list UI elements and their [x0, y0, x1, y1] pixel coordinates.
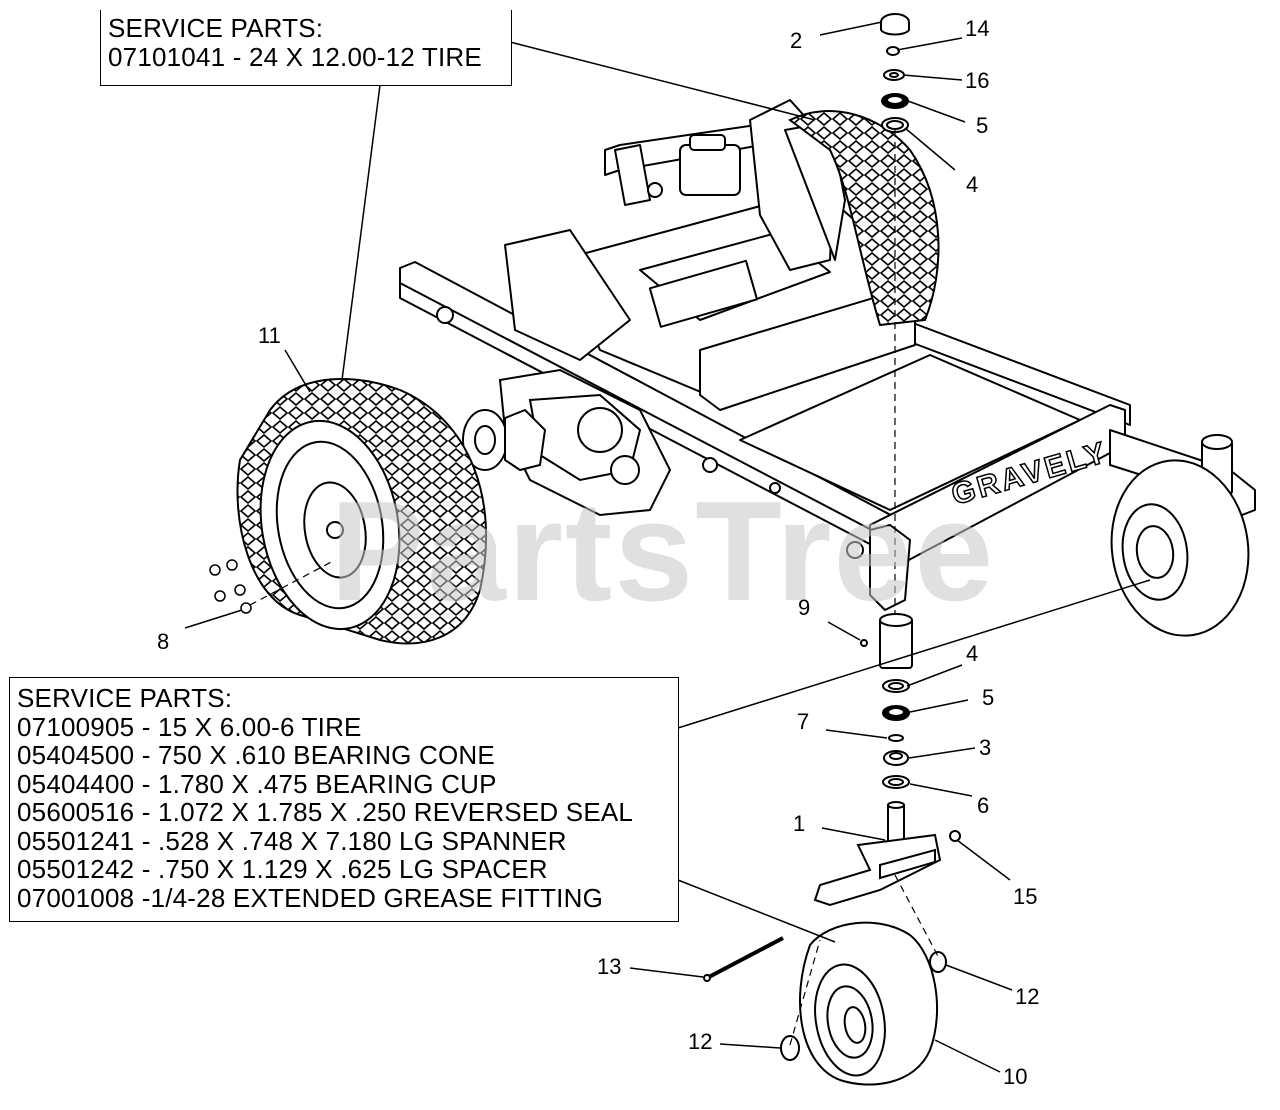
lug-nuts	[209, 559, 252, 614]
service-part-line: 05404400 - 1.780 X .475 BEARING CUP	[17, 768, 497, 799]
callout-11: 11	[258, 323, 281, 348]
callout-3: 3	[979, 735, 992, 760]
callout-1: 1	[793, 811, 806, 836]
service-part-line: 07100905 - 15 X 6.00-6 TIRE	[17, 711, 362, 742]
callout-5b: 5	[982, 685, 995, 710]
service-parts-rear-box: SERVICE PARTS: 07101041 - 24 X 12.00-12 …	[100, 10, 512, 86]
callout-16: 16	[965, 68, 990, 93]
callout-4: 4	[966, 172, 979, 197]
callout-2: 2	[790, 28, 803, 53]
service-parts-heading: SERVICE PARTS:	[108, 13, 324, 43]
callout-6: 6	[977, 793, 990, 818]
service-part-line: 07001008 -1/4-28 EXTENDED GREASE FITTING	[17, 882, 603, 913]
callout-9: 9	[798, 595, 811, 620]
service-parts-heading: SERVICE PARTS:	[17, 683, 233, 713]
leader-lines	[184, 21, 1151, 1073]
callout-13: 13	[597, 954, 622, 979]
center-lines	[249, 130, 941, 1046]
rear-tire-right	[788, 110, 940, 327]
callout-5: 5	[976, 113, 989, 138]
service-part-line: 05501242 - .750 X 1.129 X .625 LG SPACER	[17, 854, 548, 884]
transaxle	[462, 368, 672, 517]
callout-7: 7	[797, 709, 810, 734]
chassis-frame	[399, 99, 1256, 611]
rear-tire-left	[236, 378, 488, 645]
service-part-line: 05501241 - .528 X .748 X 7.180 LG SPANNE…	[17, 825, 567, 856]
front-tire-right	[1110, 459, 1250, 637]
callout-10: 10	[1003, 1064, 1028, 1089]
service-part-line: 05600516 - 1.072 X 1.785 X .250 REVERSED…	[17, 797, 634, 827]
service-parts-front-box: SERVICE PARTS: 07100905 - 15 X 6.00-6 TI…	[9, 677, 679, 922]
watermark: PartsTree	[330, 472, 996, 631]
callout-12: 12	[1015, 984, 1040, 1009]
callout-8: 8	[157, 629, 170, 654]
callout-14: 14	[965, 16, 990, 41]
callout-12b: 12	[688, 1029, 713, 1054]
service-part-line: 07101041 - 24 X 12.00-12 TIRE	[108, 41, 482, 72]
service-part-line: 05404500 - 750 X .610 BEARING CONE	[17, 740, 495, 770]
callout-15: 15	[1013, 884, 1038, 909]
caster-stack	[703, 13, 961, 1086]
callout-4b: 4	[966, 641, 979, 666]
